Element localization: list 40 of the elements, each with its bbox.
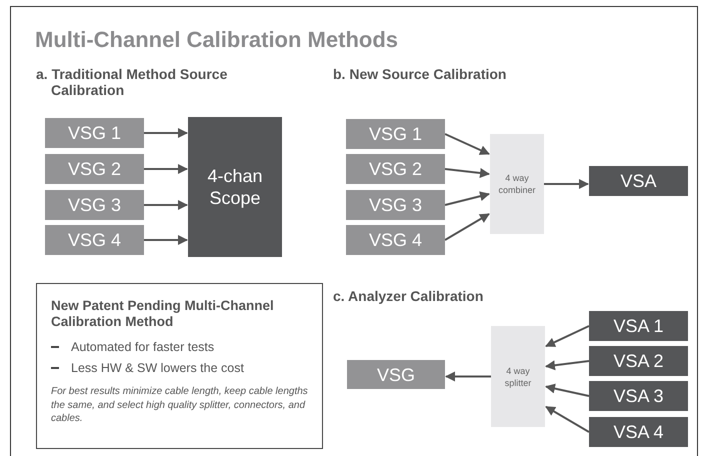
analyzer-box: VSA 2: [589, 346, 688, 376]
arrow: [444, 168, 490, 178]
arrow: [144, 235, 188, 245]
section-heading: b. New Source Calibration: [333, 66, 508, 82]
combiner-box: 4 way splitter: [491, 326, 545, 427]
signal-generator-box: VSG 1: [346, 119, 445, 149]
info-panel: [36, 283, 323, 449]
analyzer-box: VSA 3: [589, 381, 688, 411]
signal-generator-box: VSG 4: [346, 225, 445, 255]
arrow: [545, 360, 590, 370]
signal-generator-box: VSG 2: [346, 154, 445, 184]
signal-generator-box: VSG 3: [346, 190, 445, 220]
panel-heading: New Patent Pending Multi-Channel Calibration Method: [51, 298, 275, 330]
bullet-text: Automated for faster tests: [71, 340, 214, 354]
signal-generator-box: VSG 1: [45, 118, 144, 148]
analyzer-box: VSA 1: [589, 311, 688, 341]
combiner-box: 4 way combiner: [490, 134, 544, 234]
arrow: [144, 128, 188, 138]
arrow: [545, 406, 590, 433]
arrow: [545, 325, 590, 348]
signal-generator-box: VSG 4: [45, 225, 144, 255]
arrow: [444, 213, 490, 241]
arrow: [444, 133, 490, 155]
section-heading: c. Analyzer Calibration: [333, 288, 484, 304]
bullet-text: Less HW & SW lowers the cost: [71, 361, 244, 375]
signal-generator-box: VSG: [347, 360, 445, 389]
diagram-title: Multi-Channel Calibration Methods: [35, 27, 398, 53]
signal-generator-box: VSG 2: [45, 154, 144, 184]
arrow: [445, 372, 491, 382]
signal-generator-box: VSG 3: [45, 190, 144, 220]
arrow: [144, 200, 188, 210]
section-heading: a. Traditional Method Source Calibration: [36, 66, 228, 98]
arrow: [444, 191, 490, 206]
arrow: [545, 384, 590, 397]
arrow: [144, 164, 188, 174]
analyzer-box: 4-chan Scope: [188, 117, 282, 257]
analyzer-box: VSA: [589, 166, 688, 196]
note-text: For best results minimize cable length, keep cable lengths the same, and select high quality splitter, connectors, and cables.: [51, 385, 309, 426]
analyzer-box: VSA 4: [589, 417, 688, 447]
arrow: [544, 179, 589, 189]
